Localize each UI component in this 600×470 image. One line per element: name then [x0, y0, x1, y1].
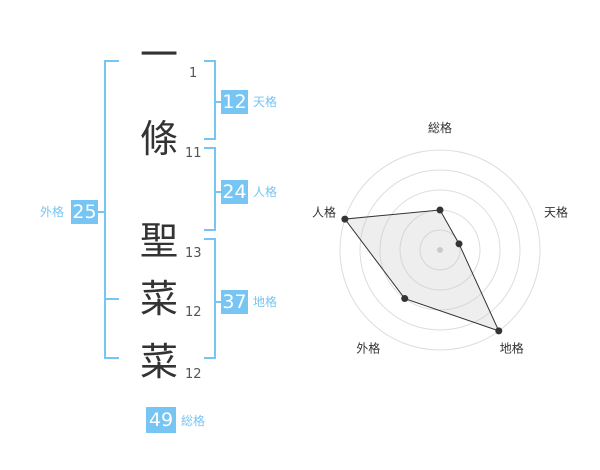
tenkaku-badge: 12 — [221, 90, 248, 114]
stroke-count-4: 12 — [185, 305, 202, 320]
chikaku-label: 地格 — [253, 295, 278, 309]
radar-point-5 — [341, 215, 349, 223]
soukaku-badge: 49 — [146, 407, 176, 433]
radar-point-4 — [401, 295, 409, 303]
radar-polygon — [343, 209, 500, 332]
jinkaku-badge: 24 — [221, 180, 248, 204]
stroke-count-2: 11 — [185, 146, 202, 161]
soukaku-label: 総格 — [181, 414, 206, 428]
radar-center-dot — [437, 247, 443, 253]
radar-point-2 — [455, 240, 463, 248]
gaikaku-label: 外格 — [40, 205, 65, 219]
radar-grid-ring-1 — [419, 229, 461, 271]
name-char-3: 聖 — [140, 219, 179, 263]
chikaku-badge: 37 — [221, 290, 248, 314]
name-char-5: 菜 — [140, 340, 179, 384]
radar-axis-label-1: 総格 — [428, 120, 452, 135]
name-char-2: 條 — [140, 117, 179, 161]
jinkaku-label: 人格 — [253, 185, 278, 199]
radar-axis-label-3: 地格 — [500, 341, 524, 356]
radar-axis-label-2: 天格 — [544, 204, 568, 219]
stroke-count-3: 13 — [185, 246, 202, 261]
name-char-4: 菜 — [140, 277, 179, 321]
name-char-1: 一 — [140, 33, 179, 77]
radar-axis-label-4: 外格 — [356, 341, 380, 356]
tenkaku-label: 天格 — [253, 95, 278, 109]
radar-point-1 — [436, 206, 444, 214]
radar-grid-ring-4 — [359, 169, 521, 331]
stroke-count-5: 12 — [185, 367, 202, 382]
gaikaku-badge: 25 — [71, 200, 98, 224]
radar-axis-label-5: 人格 — [312, 204, 336, 219]
radar-grid-ring-5 — [339, 149, 541, 351]
radar-point-3 — [495, 327, 503, 335]
stroke-count-1: 1 — [189, 66, 198, 81]
radar-grid-ring-3 — [379, 189, 501, 311]
